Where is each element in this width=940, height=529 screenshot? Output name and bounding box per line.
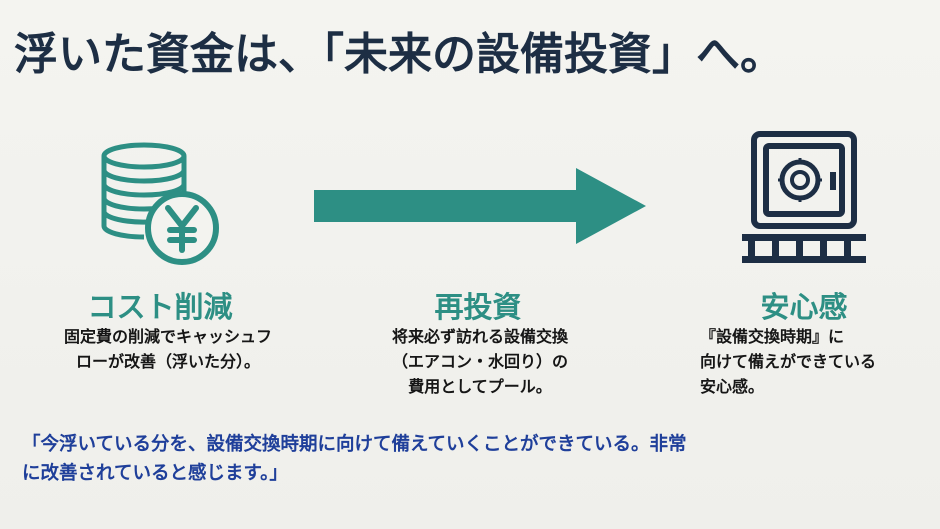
quote-line: に改善されていると感じます。」 bbox=[22, 463, 288, 484]
body-line: ローが改善（浮いた分）。 bbox=[75, 352, 260, 371]
heading-reinvestment: 再投資 bbox=[434, 290, 522, 324]
body-reinvestment: 将来必ず訪れる設備交換 （エアコン・水回り）の 費用としてプール。 bbox=[350, 324, 610, 399]
body-cost-reduction: 固定費の削減でキャッシュフ ローが改善（浮いた分）。 bbox=[28, 324, 308, 374]
heading-cost-reduction: コスト削減 bbox=[87, 290, 233, 324]
slide-title: 浮いた資金は、「未来の設備投資」へ。 bbox=[14, 29, 784, 80]
body-line: 費用としてプール。 bbox=[408, 377, 552, 396]
customer-quote: 「今浮いている分を、設備交換時期に向けて備えていくことができている。非常 に改善… bbox=[22, 430, 922, 488]
body-line: 固定費の削減でキャッシュフ bbox=[63, 327, 272, 346]
quote-line: 「今浮いている分を、設備交換時期に向けて備えていくことができている。非常 bbox=[22, 434, 687, 455]
body-line: 向けて備えができている bbox=[700, 352, 877, 371]
body-line: 『設備交換時期』に bbox=[700, 327, 845, 346]
body-line: 将来必ず訪れる設備交換 bbox=[391, 327, 568, 346]
body-peace-of-mind: 『設備交換時期』に 向けて備えができている 安心感。 bbox=[700, 324, 920, 399]
right-arrow-icon bbox=[314, 168, 646, 244]
safe-icon bbox=[740, 128, 868, 268]
yen-coin-stack-icon bbox=[96, 140, 226, 270]
body-line: （エアコン・水回り）の bbox=[391, 352, 568, 371]
heading-peace-of-mind: 安心感 bbox=[760, 290, 848, 324]
body-line: 安心感。 bbox=[700, 377, 765, 396]
